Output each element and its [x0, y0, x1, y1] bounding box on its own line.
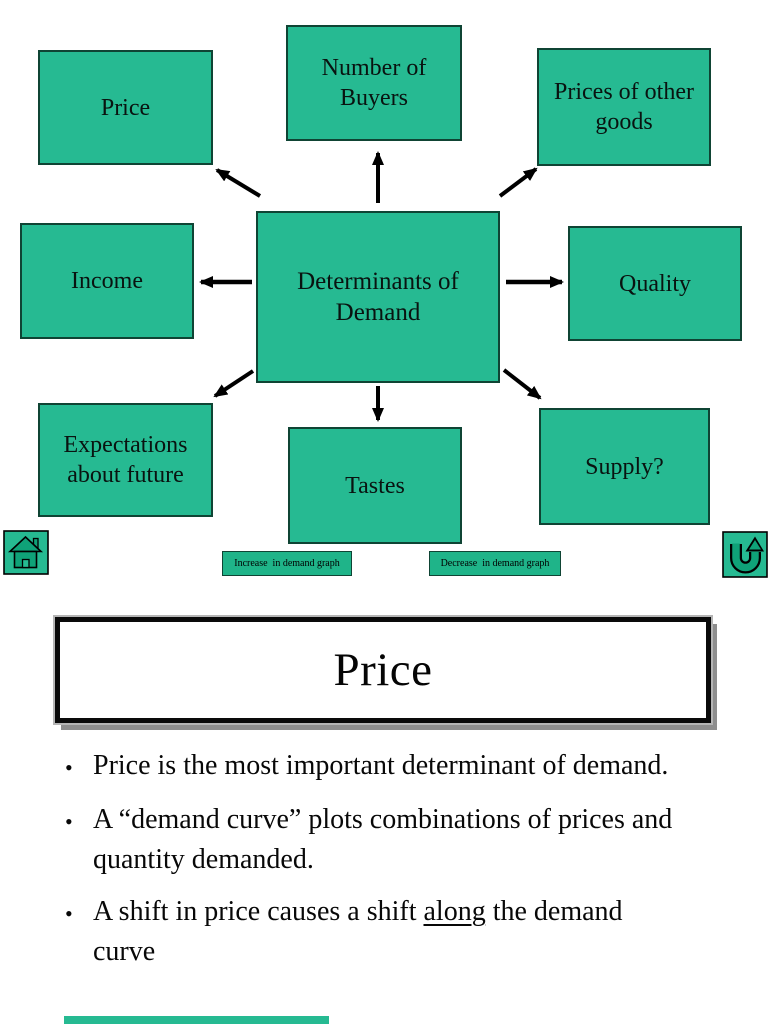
box-quality-label: Quality [619, 270, 691, 297]
box-income-label: Income [71, 268, 143, 294]
home-button[interactable] [3, 530, 49, 575]
arrow-to-supply [502, 368, 542, 400]
arrow-to-price [215, 168, 262, 198]
bullet-dot: • [65, 809, 73, 834]
box-determinants-of-demand: Determinants of Demand [256, 211, 500, 383]
bullet-point-2: • A “demand curve” plots combinations of… [65, 800, 725, 880]
increase-button-label: Increase in demand graph [234, 558, 340, 569]
bullet-text-3-post: the demand curve [93, 896, 623, 967]
box-prices-of-other-goods: Prices of other goods [537, 48, 711, 166]
bullet-point-1: • Price is the most important determinan… [65, 746, 725, 788]
decrease-button-label: Decrease in demand graph [440, 558, 550, 569]
bullet-list: • Price is the most important determinan… [65, 746, 725, 984]
box-expectations-about-future: Expectations about future [38, 403, 213, 517]
bullet-text-3-pre: A shift in price causes a shift [93, 896, 424, 927]
bullet-dot: • [65, 901, 73, 926]
u-turn-return-icon [722, 531, 768, 578]
arrow-to-other-goods [498, 167, 538, 198]
bullet-point-3: • A shift in price causes a shift along … [65, 892, 725, 972]
box-determinants-of-demand-label: Determinants of Demand [297, 267, 459, 326]
next-slide-peek [64, 1016, 329, 1024]
box-tastes-label: Tastes [345, 472, 405, 499]
box-expectations-about-future-label: Expectations about future [63, 432, 188, 488]
decrease-in-demand-graph-button[interactable]: Decrease in demand graph [429, 551, 561, 576]
box-number-of-buyers: Number of Buyers [286, 25, 462, 141]
box-price: Price [38, 50, 213, 165]
slide-title: Price [333, 644, 433, 696]
increase-in-demand-graph-button[interactable]: Increase in demand graph [222, 551, 352, 576]
box-price-label: Price [100, 94, 151, 121]
box-prices-of-other-goods-label: Prices of other goods [554, 79, 694, 135]
bullet-text-3-underlined: along [423, 896, 486, 927]
slide-title-box: Price [53, 615, 713, 725]
bullet-dot: • [65, 755, 73, 780]
box-supply-label: Supply? [585, 453, 664, 480]
bullet-text-1: Price is the most important determinant … [93, 750, 669, 781]
bullet-text-3: A shift in price causes a shift along th… [93, 892, 683, 972]
return-button[interactable] [722, 531, 768, 578]
arrow-to-expectations [213, 369, 255, 398]
box-tastes: Tastes [288, 427, 462, 544]
box-quality: Quality [568, 226, 742, 341]
home-icon [3, 530, 49, 575]
box-number-of-buyers-label: Number of Buyers [321, 55, 427, 111]
bullet-text-2: A “demand curve” plots combinations of p… [93, 804, 673, 875]
box-supply: Supply? [539, 408, 710, 525]
box-income: Income [20, 223, 194, 339]
